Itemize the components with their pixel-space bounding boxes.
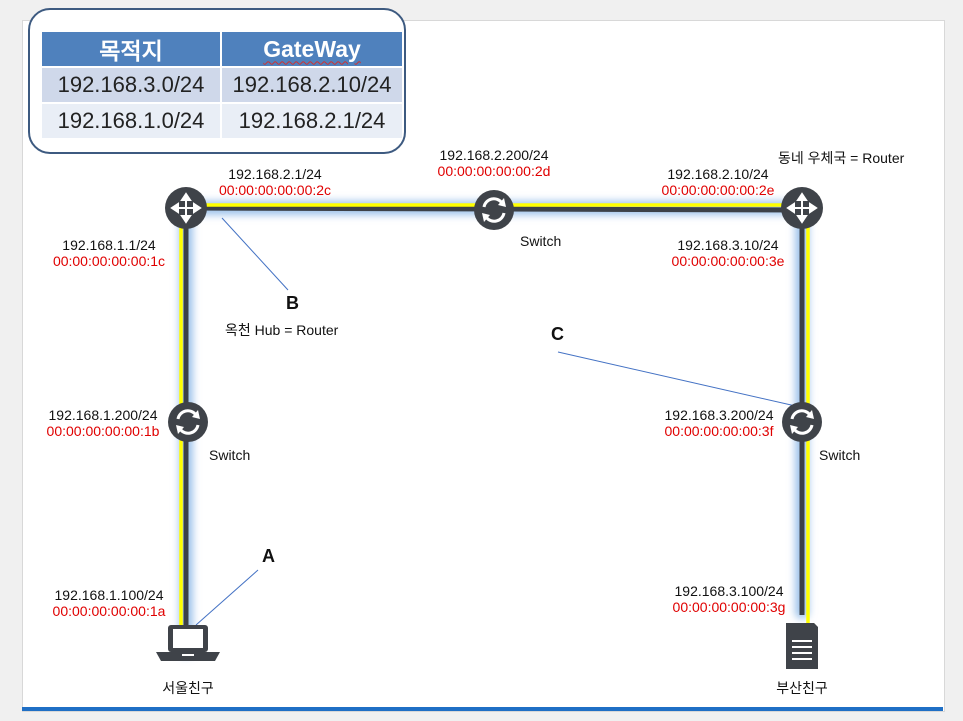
gateway-header-text: GateWay [263, 35, 361, 62]
router-icon[interactable] [781, 187, 823, 229]
mac-address: 00:00:00:00:00:3e [671, 253, 785, 269]
mac-address: 00:00:00:00:00:3g [672, 599, 786, 615]
column-header-gateway: GateWay [222, 32, 402, 66]
laptop-label: 서울친구 [162, 680, 214, 696]
table-row: 192.168.3.0/24 192.168.2.10/24 [42, 68, 402, 102]
server-label: 부산친구 [776, 680, 828, 696]
ip-address: 192.168.2.1/24 [228, 166, 322, 182]
gateway-cell: 192.168.2.10/24 [222, 68, 402, 102]
callout-label-b: B [286, 293, 299, 313]
switch-icon[interactable] [474, 190, 514, 230]
left-router-wan-label: 192.168.2.1/24 00:00:00:00:00:2c [205, 166, 345, 198]
callout-label-c: C [551, 324, 564, 344]
callout-line-b [221, 217, 289, 291]
left-router-label: 옥천 Hub = Router [225, 322, 339, 338]
destination-cell: 192.168.1.0/24 [42, 104, 220, 138]
callout-line-c [557, 351, 801, 408]
bottom-accent-bar [22, 707, 943, 711]
ip-address: 192.168.3.10/24 [677, 237, 779, 253]
right-router-wan-label: 192.168.2.10/24 00:00:00:00:00:2e [648, 166, 788, 198]
mac-address: 00:00:00:00:00:2e [661, 182, 775, 198]
ip-address: 192.168.3.100/24 [674, 583, 784, 599]
mac-address: 00:00:00:00:00:2d [437, 163, 551, 179]
server-icon[interactable] [786, 623, 818, 669]
server-address-label: 192.168.3.100/24 00:00:00:00:00:3g [656, 583, 802, 615]
ip-address: 192.168.2.200/24 [439, 147, 549, 163]
right-switch-address-label: 192.168.3.200/24 00:00:00:00:00:3f [646, 407, 792, 439]
mac-address: 00:00:00:00:00:2c [218, 182, 332, 198]
top-switch-address-label: 192.168.2.200/24 00:00:00:00:00:2d [422, 147, 566, 179]
mac-address: 00:00:00:00:00:1b [46, 423, 160, 439]
ip-address: 192.168.1.100/24 [54, 587, 164, 603]
left-switch-label: Switch [209, 447, 251, 463]
ip-address: 192.168.2.10/24 [667, 166, 769, 182]
mac-address: 00:00:00:00:00:1a [52, 603, 166, 619]
mac-address: 00:00:00:00:00:1c [52, 253, 166, 269]
routing-table-card: 목적지 GateWay 192.168.3.0/24 192.168.2.10/… [28, 8, 406, 154]
gateway-cell: 192.168.2.1/24 [222, 104, 402, 138]
table-row: 192.168.1.0/24 192.168.2.1/24 [42, 104, 402, 138]
top-switch-label: Switch [520, 233, 562, 249]
right-router-lan-label: 192.168.3.10/24 00:00:00:00:00:3e [658, 237, 798, 269]
switch-icon[interactable] [168, 402, 208, 442]
ip-address: 192.168.3.200/24 [664, 407, 774, 423]
ip-address: 192.168.1.200/24 [48, 407, 158, 423]
switch-icon[interactable] [782, 402, 822, 442]
left-router-lan-label: 192.168.1.1/24 00:00:00:00:00:1c [38, 237, 180, 269]
laptop-address-label: 192.168.1.100/24 00:00:00:00:00:1a [36, 587, 182, 619]
left-switch-address-label: 192.168.1.200/24 00:00:00:00:00:1b [30, 407, 176, 439]
right-switch-label: Switch [819, 447, 861, 463]
ip-address: 192.168.1.1/24 [62, 237, 156, 253]
callout-line-a [195, 569, 259, 626]
callout-label-a: A [262, 546, 275, 566]
right-router-label: 동네 우체국 = Router [778, 150, 905, 166]
routing-table: 목적지 GateWay 192.168.3.0/24 192.168.2.10/… [40, 30, 404, 140]
column-header-destination: 목적지 [42, 32, 220, 66]
destination-cell: 192.168.3.0/24 [42, 68, 220, 102]
mac-address: 00:00:00:00:00:3f [664, 423, 774, 439]
laptop-icon[interactable] [156, 625, 220, 661]
router-icon[interactable] [165, 187, 207, 229]
